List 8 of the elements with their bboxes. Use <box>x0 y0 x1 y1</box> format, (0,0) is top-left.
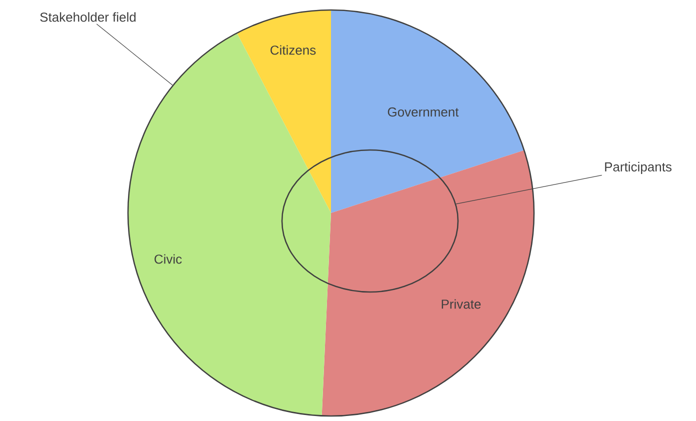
leader-line <box>456 174 602 204</box>
pie-sector: Government <box>331 10 524 213</box>
inner-ellipse <box>281 149 459 293</box>
callout-label: Stakeholder field <box>40 12 136 22</box>
callout-label: Participants <box>605 162 672 174</box>
leader-line <box>96 24 173 86</box>
pie-sector: Citizens <box>236 10 331 213</box>
pie-sector: Private <box>322 150 534 416</box>
